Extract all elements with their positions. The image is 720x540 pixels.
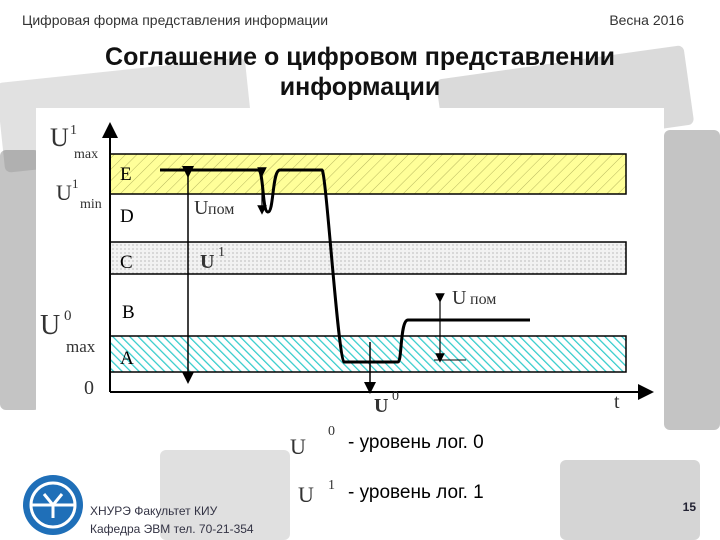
y-low-label-sup: 0 [64,308,72,324]
zone-e-label: E [120,164,132,185]
u0-label-u: U [374,395,388,417]
legend-0-symbol: U [290,434,306,459]
upom-right-u: U [452,287,467,309]
background-chip-bottom-left [160,450,290,540]
zone-d-label: D [120,206,134,227]
upom-right-sub: пом [470,291,496,308]
y-top-label-u: U [50,123,69,152]
upom-left-sub: пом [208,201,234,218]
y-mid-label-u: U [56,180,72,205]
footer-line2: Кафедра ЭВМ тел. 70-21-354 [90,522,254,536]
legend-row-logic-0: U 0 - уровень лог. 0 [290,420,550,460]
legend-0-text: - уровень лог. 0 [348,432,484,453]
footer-line1: ХНУРЭ Факультет КИУ [90,504,218,518]
legend-row-logic-1: U 1 - уровень лог. 1 [290,464,550,507]
upom-left-u: U [194,197,209,219]
y-low-label-u: U [40,310,60,341]
u1-label-sup: 1 [218,245,225,260]
slide-title-line1: Соглашение о цифровом представлении [105,43,615,71]
zone-e-band [109,153,627,195]
slide-title-line2: информации [279,73,441,101]
background-chip-left [0,150,40,410]
x-axis-label: t [614,391,620,413]
origin-label: 0 [84,377,94,399]
y-mid-label-sup: 1 [72,176,79,191]
background-chip-right [664,130,720,430]
university-logo-icon [23,475,83,535]
zone-c-label: C [120,252,133,273]
legend-1-sup: 1 [328,478,335,493]
zone-b-label: B [122,302,135,323]
zone-a-band [109,335,627,373]
y-mid-label-sub: min [80,197,102,212]
footer: ХНУРЭ Факультет КИУ Кафедра ЭВМ тел. 70-… [90,502,254,538]
zone-a-label: A [120,348,134,369]
background-chip-bottom-right [560,460,700,540]
page-number: 15 [682,500,696,514]
u1-label-u: U [200,251,214,273]
y-top-label-sub: max [74,147,98,162]
y-low-label-sub: max [66,337,96,356]
y-top-label-sup: 1 [70,123,77,138]
legend-0-sup: 0 [328,424,335,439]
logic-level-diagram: E D C B A U 1 max U 1 min U 0 max 0 t U … [36,108,664,420]
header-left-text: Цифровая форма представления информации [22,12,329,28]
legend-1-symbol: U [298,482,314,507]
u0-label-sup: 0 [392,389,399,404]
header-right-text: Весна 2016 [609,12,684,28]
slide-title: Соглашение о цифровом представлении инфо… [0,42,720,102]
legend-1-text: - уровень лог. 1 [348,482,484,503]
